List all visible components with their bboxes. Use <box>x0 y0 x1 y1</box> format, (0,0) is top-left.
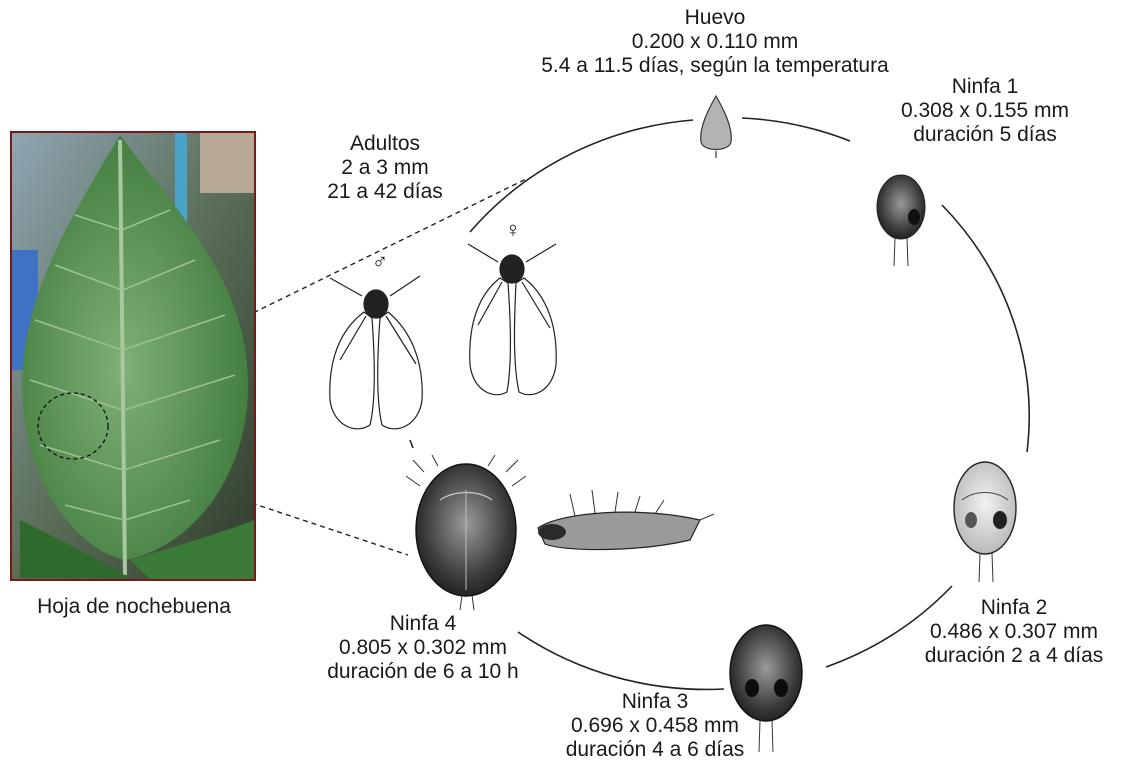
label-ninfa1: Ninfa 1 0.308 x 0.155 mm duración 5 días <box>870 75 1100 147</box>
arc-n3-n4 <box>518 632 724 689</box>
huevo-size: 0.200 x 0.110 mm <box>500 30 930 54</box>
arc-n1-n2 <box>942 205 1029 452</box>
ninfa1-name: Ninfa 1 <box>870 75 1100 99</box>
ninfa2-name: Ninfa 2 <box>905 596 1123 620</box>
ninfa3-name: Ninfa 3 <box>540 690 770 714</box>
male-symbol: ♂ <box>365 250 395 274</box>
ninfa4-size: 0.805 x 0.302 mm <box>298 636 548 660</box>
adultos-duration: 21 a 42 días <box>300 180 470 204</box>
adult-male-illustration <box>330 276 422 429</box>
nymph4-illustration <box>406 455 526 610</box>
ninfa3-duration: duración 4 a 6 días <box>540 738 770 762</box>
arc-adult-egg <box>470 120 693 232</box>
huevo-duration: 5.4 a 11.5 días, según la temperatura <box>500 54 930 78</box>
egg-illustration <box>701 96 732 158</box>
ninfa1-size: 0.308 x 0.155 mm <box>870 99 1100 123</box>
nymph2-illustration <box>954 462 1016 582</box>
label-adultos: Adultos 2 a 3 mm 21 a 42 días <box>300 132 470 204</box>
label-ninfa4: Ninfa 4 0.805 x 0.302 mm duración de 6 a… <box>298 612 548 684</box>
label-ninfa2: Ninfa 2 0.486 x 0.307 mm duración 2 a 4 … <box>905 596 1123 668</box>
ninfa2-size: 0.486 x 0.307 mm <box>905 620 1123 644</box>
label-ninfa3: Ninfa 3 0.696 x 0.458 mm duración 4 a 6 … <box>540 690 770 762</box>
nymph4-side-illustration <box>538 490 714 550</box>
arc-n4-adult <box>410 440 413 448</box>
ninfa3-size: 0.696 x 0.458 mm <box>540 714 770 738</box>
adultos-name: Adultos <box>300 132 470 156</box>
female-symbol: ♀ <box>498 218 528 242</box>
adultos-size: 2 a 3 mm <box>300 156 470 180</box>
leaf-photo <box>10 131 256 581</box>
ninfa1-duration: duración 5 días <box>870 123 1100 147</box>
nymph1-illustration <box>877 175 925 266</box>
label-huevo: Huevo 0.200 x 0.110 mm 5.4 a 11.5 días, … <box>500 6 930 78</box>
ninfa2-duration: duración 2 a 4 días <box>905 644 1123 668</box>
huevo-name: Huevo <box>500 6 930 30</box>
ninfa4-name: Ninfa 4 <box>298 612 548 636</box>
arc-egg-n1 <box>742 118 850 141</box>
leaf-caption: Hoja de nochebuena <box>8 595 260 619</box>
adult-female-illustration <box>468 244 556 395</box>
ninfa4-duration: duración de 6 a 10 h <box>298 660 548 684</box>
